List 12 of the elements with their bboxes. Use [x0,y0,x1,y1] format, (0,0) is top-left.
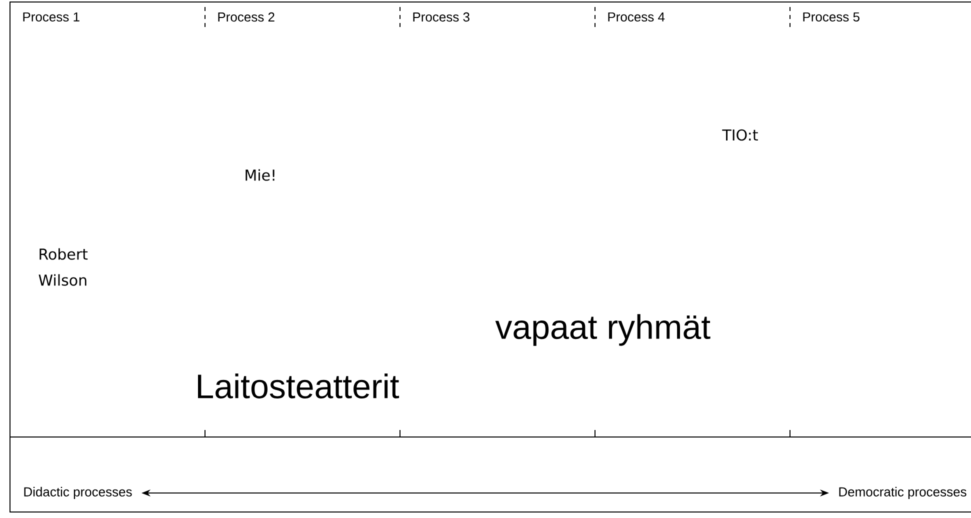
process-label: Process 2 [218,12,274,22]
end-label: Democratic processes [839,486,966,500]
group-label: Mie! [246,169,274,181]
end-label: Didactic processes [24,486,132,500]
group-label: Robert Wilson [38,248,88,286]
group-label: vapaat ryhmät [495,314,710,346]
group-label: Laitosteatterit [198,374,400,398]
process-label: Process 1 [23,12,80,22]
process-label: Process 4 [608,12,665,22]
process-label: Process 5 [803,12,860,22]
process-label: Process 3 [413,12,470,22]
group-label: TIO:t [722,129,758,141]
